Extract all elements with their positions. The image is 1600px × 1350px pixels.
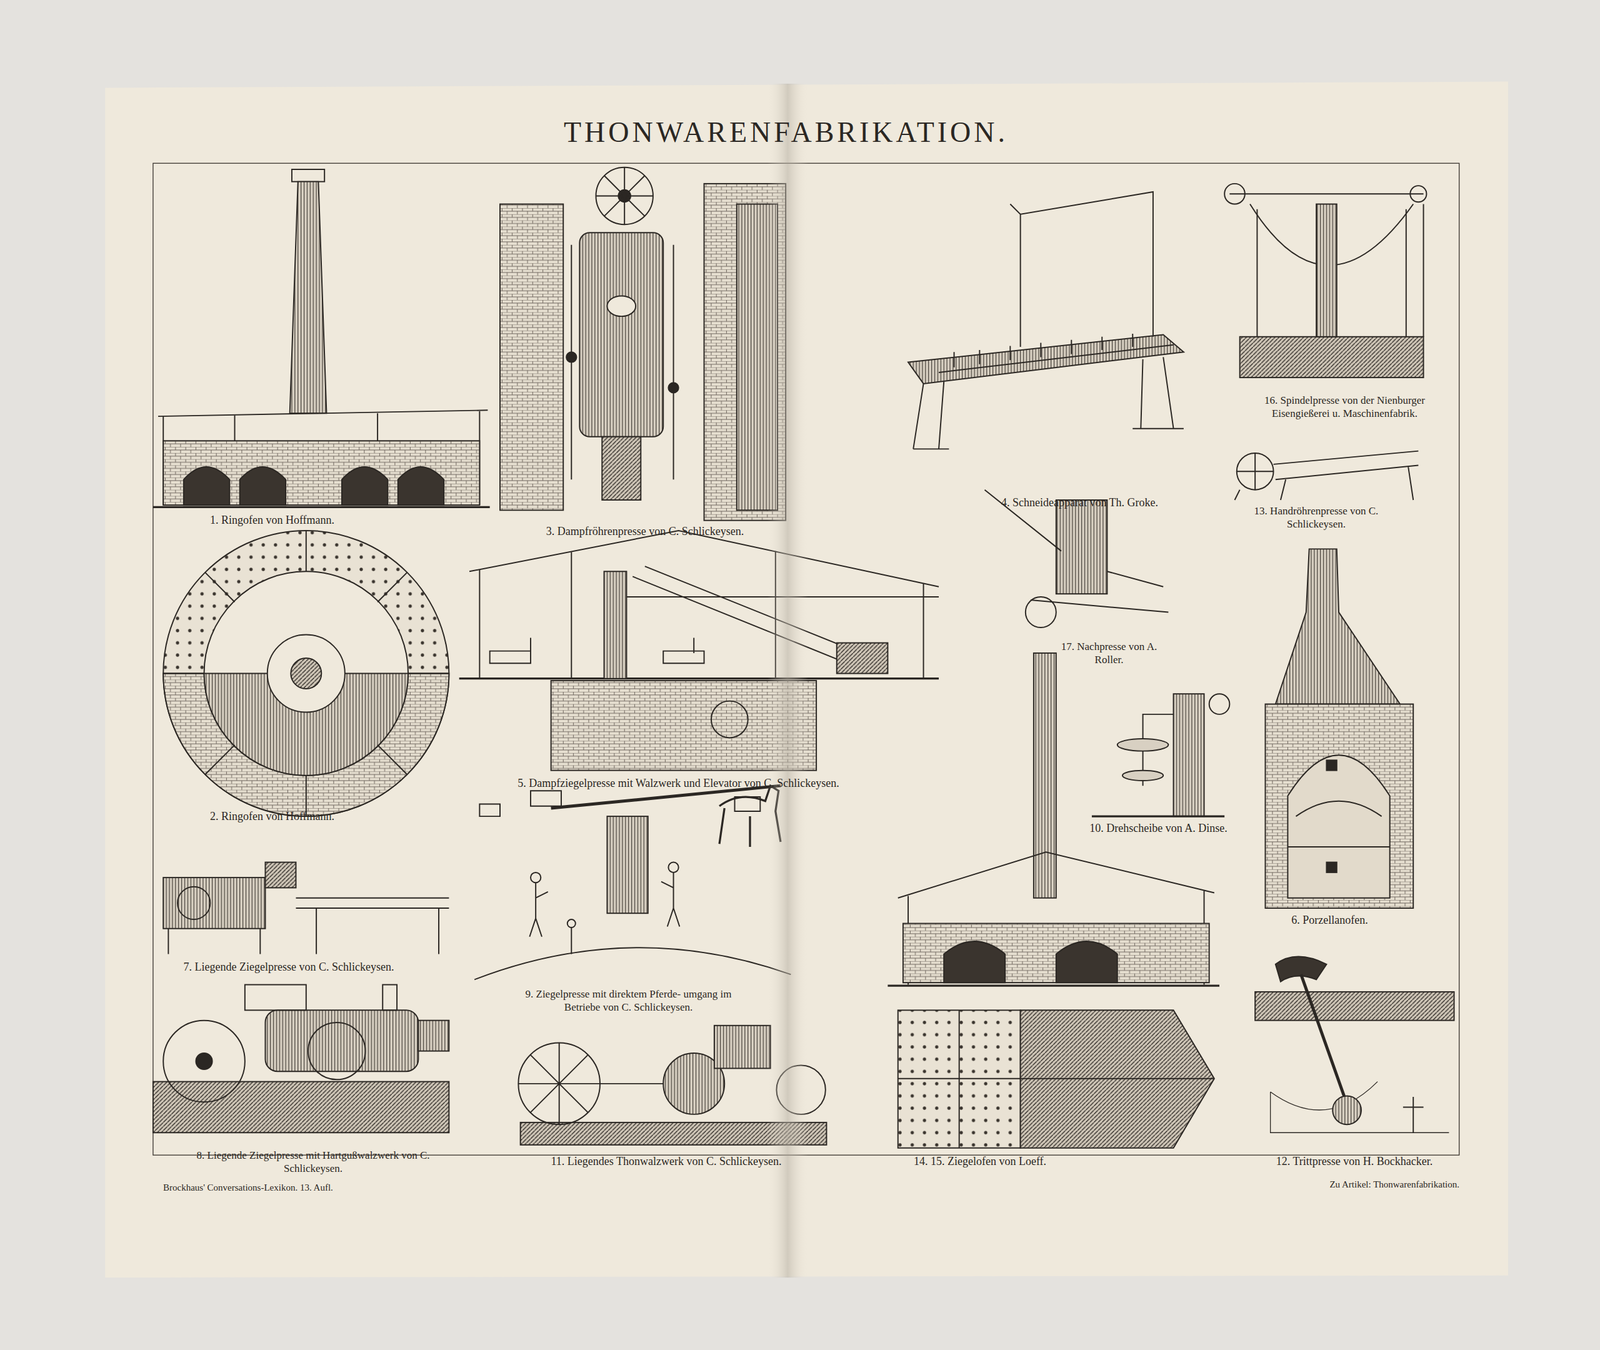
figure-caption: 10. Drehscheibe von A. Dinse.	[1056, 821, 1261, 836]
figure-caption: 5. Dampfziegelpresse mit Walzwerk und El…	[443, 776, 914, 791]
figure-caption: 2. Ringofen von Hoffmann.	[160, 809, 385, 824]
footer-note: Zu Artikel: Thonwarenfabrikation.	[1153, 1178, 1460, 1191]
figure-caption: 8. Liegende Ziegelpresse mit Hartgußwalz…	[183, 1148, 444, 1176]
figure-caption: 4. Schneideapparat von Th. Groke.	[936, 495, 1223, 510]
figure-caption: 12. Trittpresse von H. Bockhacker.	[1236, 1154, 1472, 1169]
figure-caption: 6. Porzellanofen.	[1248, 913, 1412, 928]
figure-caption: 11. Liegendes Thonwalzwerk von C. Schlic…	[503, 1154, 830, 1169]
figure-caption: 1. Ringofen von Hoffmann.	[160, 513, 385, 528]
figure-caption: 9. Ziegelpresse mit direktem Pferde- umg…	[518, 987, 739, 1015]
figure-caption: 13. Handröhrenpresse von C. Schlickeysen…	[1248, 504, 1384, 532]
figure-caption: 16. Spindelpresse von der Nienburger Eis…	[1240, 393, 1450, 421]
footer-note: Brockhaus' Conversations-Lexikon. 13. Au…	[163, 1181, 470, 1194]
figure-caption: 17. Nachpresse von A. Roller.	[1058, 640, 1160, 667]
plate-title: THONWARENFABRIKATION.	[563, 114, 1009, 151]
figure-caption: 14. 15. Ziegelofen von Loeff.	[862, 1154, 1098, 1169]
figure-caption: 7. Liegende Ziegelpresse von C. Schlicke…	[135, 960, 442, 975]
figure-caption: 3. Dampfröhrenpresse von C. Schlickeysen…	[481, 524, 809, 539]
